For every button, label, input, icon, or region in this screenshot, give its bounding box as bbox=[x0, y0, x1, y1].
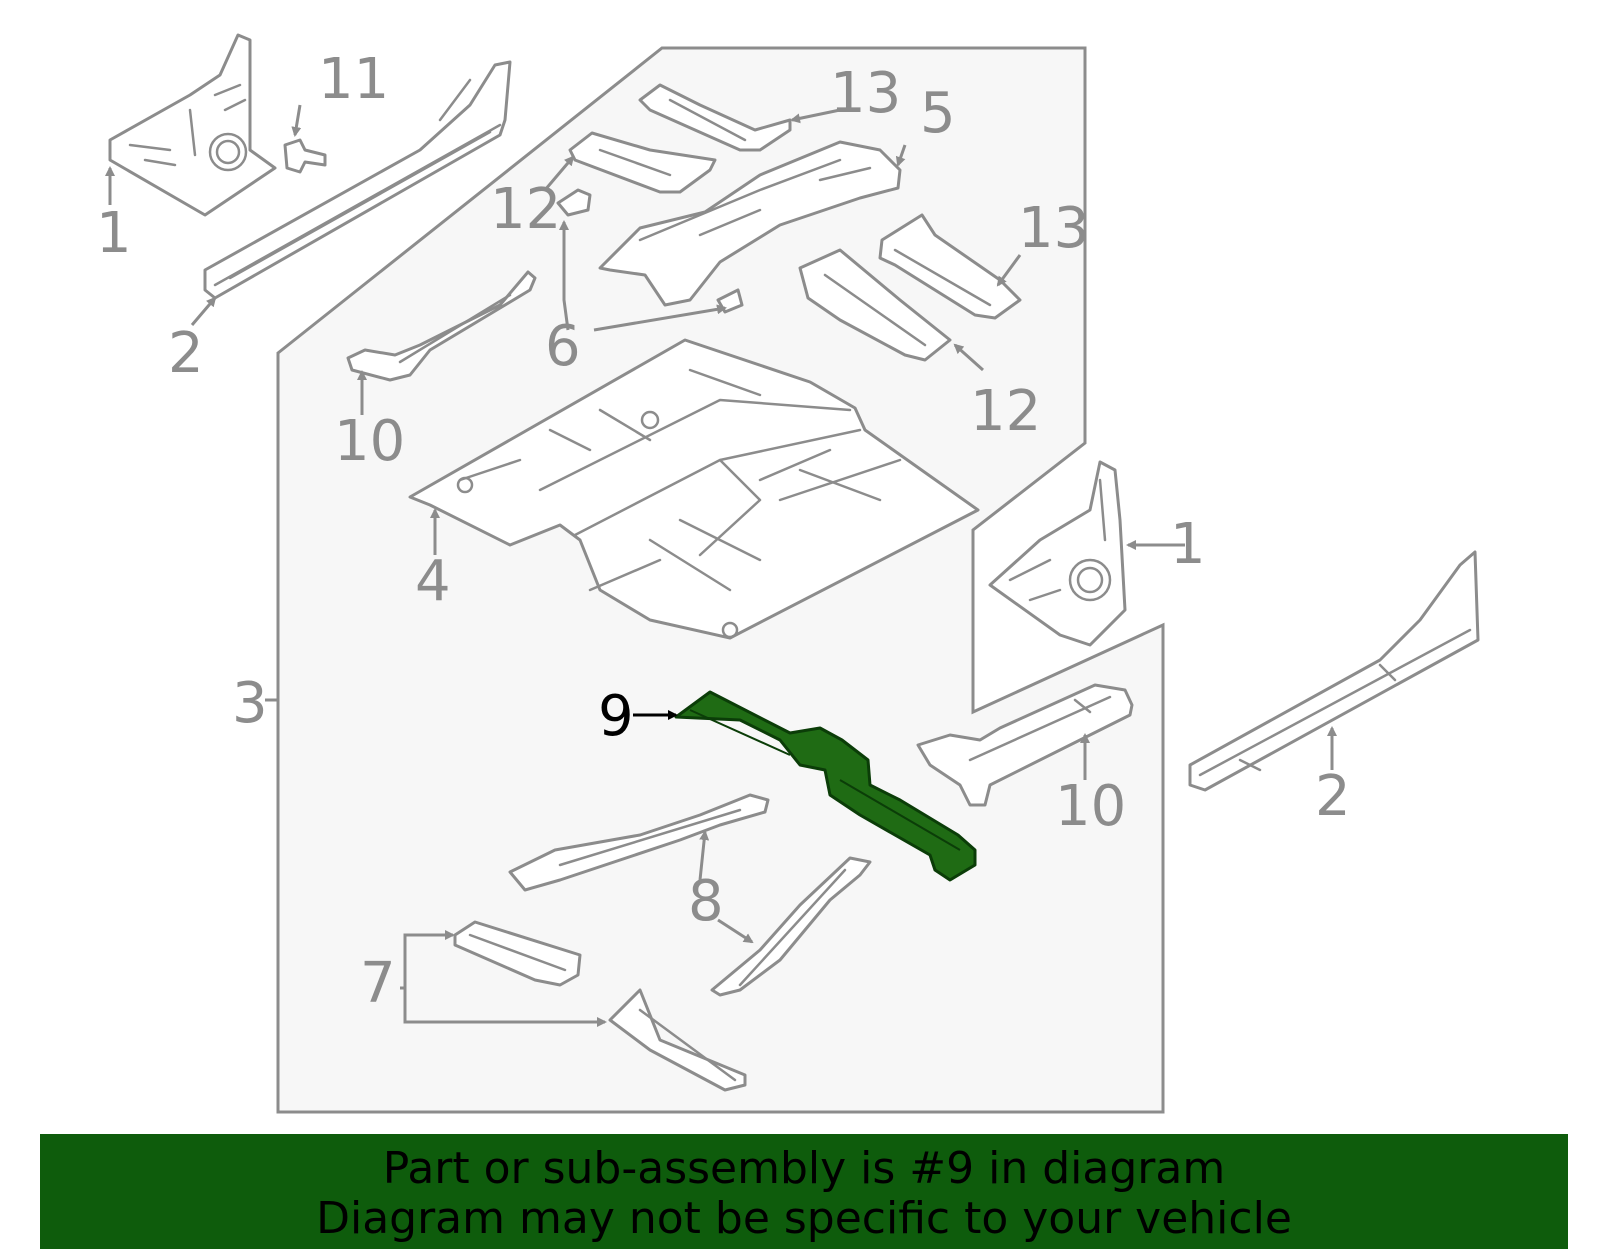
part-13-right bbox=[878, 213, 1022, 320]
part-1-upper-left bbox=[108, 33, 277, 217]
callout-1-top: 1 bbox=[96, 201, 132, 266]
callout-8: 8 bbox=[688, 869, 724, 934]
part-7-members bbox=[453, 920, 747, 1092]
banner-line-1: Part or sub-assembly is #9 in diagram bbox=[382, 1143, 1226, 1194]
part-13-top bbox=[638, 83, 792, 152]
part-5-crossmember bbox=[598, 140, 902, 307]
callout-4: 4 bbox=[415, 549, 451, 614]
part-10-left bbox=[346, 270, 537, 382]
callout-2-right: 2 bbox=[1315, 764, 1351, 829]
callout-12-left: 12 bbox=[490, 177, 561, 242]
part-2-right bbox=[1188, 550, 1480, 792]
callout-2-left: 2 bbox=[168, 321, 204, 386]
callout-9[interactable]: 9 bbox=[598, 684, 634, 749]
part-10-right bbox=[916, 683, 1134, 807]
part-4-floor-pan bbox=[408, 338, 980, 640]
part-9-highlighted[interactable] bbox=[674, 690, 977, 882]
part-12-right bbox=[798, 248, 952, 362]
callout-13-right: 13 bbox=[1018, 196, 1089, 261]
callout-12-right: 12 bbox=[970, 379, 1041, 444]
callout-5: 5 bbox=[920, 81, 956, 146]
part-11-bolt bbox=[283, 138, 327, 174]
part-1-right bbox=[988, 460, 1127, 647]
callout-6: 6 bbox=[545, 314, 581, 379]
callout-10-right: 10 bbox=[1055, 774, 1126, 839]
callout-7: 7 bbox=[360, 951, 396, 1016]
info-banner: Part or sub-assembly is #9 in diagram Di… bbox=[40, 1134, 1568, 1249]
callout-11: 11 bbox=[318, 47, 389, 112]
part-8-members bbox=[508, 793, 872, 997]
callout-1-right: 1 bbox=[1170, 512, 1206, 577]
callout-10-left: 10 bbox=[334, 409, 405, 474]
callout-13-top: 13 bbox=[830, 61, 901, 126]
banner-line-2: Diagram may not be specific to your vehi… bbox=[316, 1193, 1292, 1244]
part-12-left bbox=[568, 131, 717, 194]
part-2-upper-left bbox=[203, 60, 512, 300]
callout-3: 3 bbox=[232, 671, 268, 736]
part-6-brackets bbox=[556, 188, 744, 314]
